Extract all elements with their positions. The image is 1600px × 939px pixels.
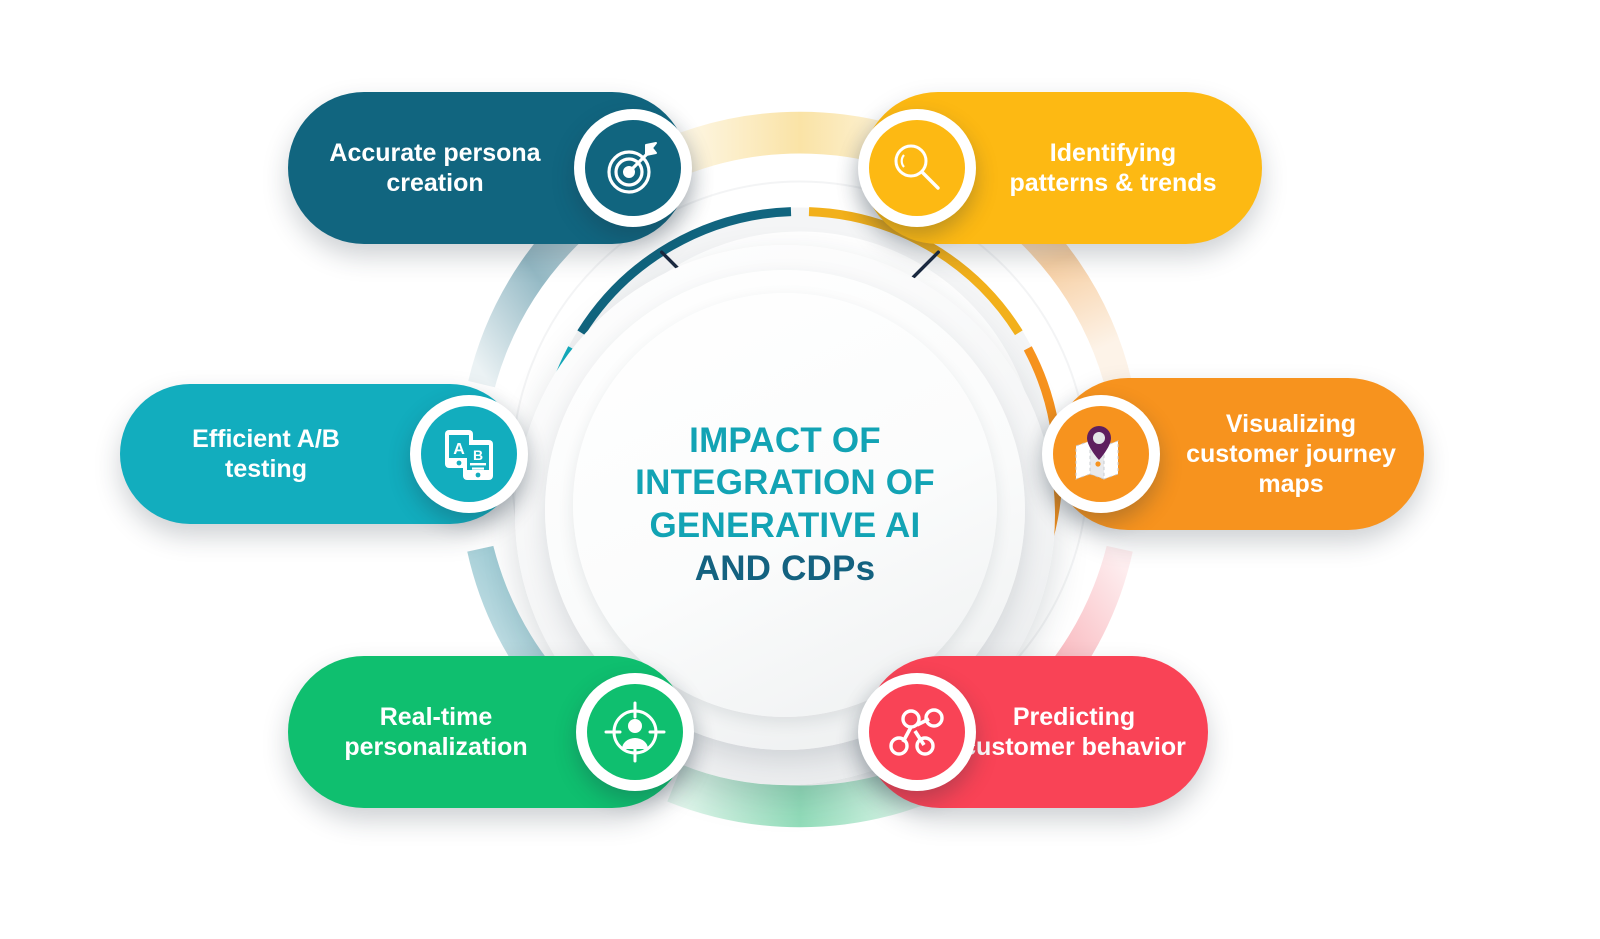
center-title-line-3: GENERATIVE AI [649,506,921,545]
center-title-line-1: IMPACT OF [689,420,881,460]
node-badge-identifying-patterns-trends [858,109,976,227]
node-badge-accurate-persona-creation [574,109,692,227]
node-badge-real-time-personalization [576,673,694,791]
ab-testing-devices-icon: A B [421,406,517,502]
svg-text:A: A [453,441,465,458]
magnifier-icon [869,120,965,216]
center-title-line-2: INTEGRATION OF [635,463,935,503]
segment-accurate-persona-creation [577,207,792,336]
node-badge-predicting-customer-behavior [858,673,976,791]
node-label-identifying-patterns-trends: Identifying patterns & trends [1009,139,1217,197]
center-title: IMPACT OF INTEGRATION OF GENERATIVE AI A… [617,420,953,591]
center-title-line-4: AND CDPs [694,548,876,588]
svg-text:B: B [473,447,483,463]
node-visualizing-customer-journey-maps[interactable]: Visualizing customer journey maps [1042,378,1424,530]
segment-identifying-patterns-trends [808,207,1023,336]
node-real-time-personalization[interactable]: Real-time personalization [288,656,694,808]
node-label-efficient-ab-testing: Efficient A/B testing [192,425,340,483]
person-crosshair-icon [587,684,683,780]
node-label-visualizing-customer-journey-maps: Visualizing customer journey maps [1186,410,1396,498]
node-badge-visualizing-customer-journey-maps [1042,395,1160,513]
node-label-accurate-persona-creation: Accurate persona creation [329,139,541,197]
node-efficient-ab-testing[interactable]: Efficient A/B testing A B [120,384,528,524]
network-nodes-icon [869,684,965,780]
center-disc-inner: IMPACT OF INTEGRATION OF GENERATIVE AI A… [573,293,997,717]
map-pin-icon [1053,406,1149,502]
node-badge-efficient-ab-testing: A B [410,395,528,513]
node-label-predicting-customer-behavior: Predicting customer behavior [962,703,1186,761]
node-predicting-customer-behavior[interactable]: Predicting customer behavior [858,656,1208,808]
node-accurate-persona-creation[interactable]: Accurate persona creation [288,92,692,244]
node-identifying-patterns-trends[interactable]: Identifying patterns & trends [858,92,1262,244]
node-label-real-time-personalization: Real-time personalization [344,703,528,761]
target-arrow-icon [585,120,681,216]
